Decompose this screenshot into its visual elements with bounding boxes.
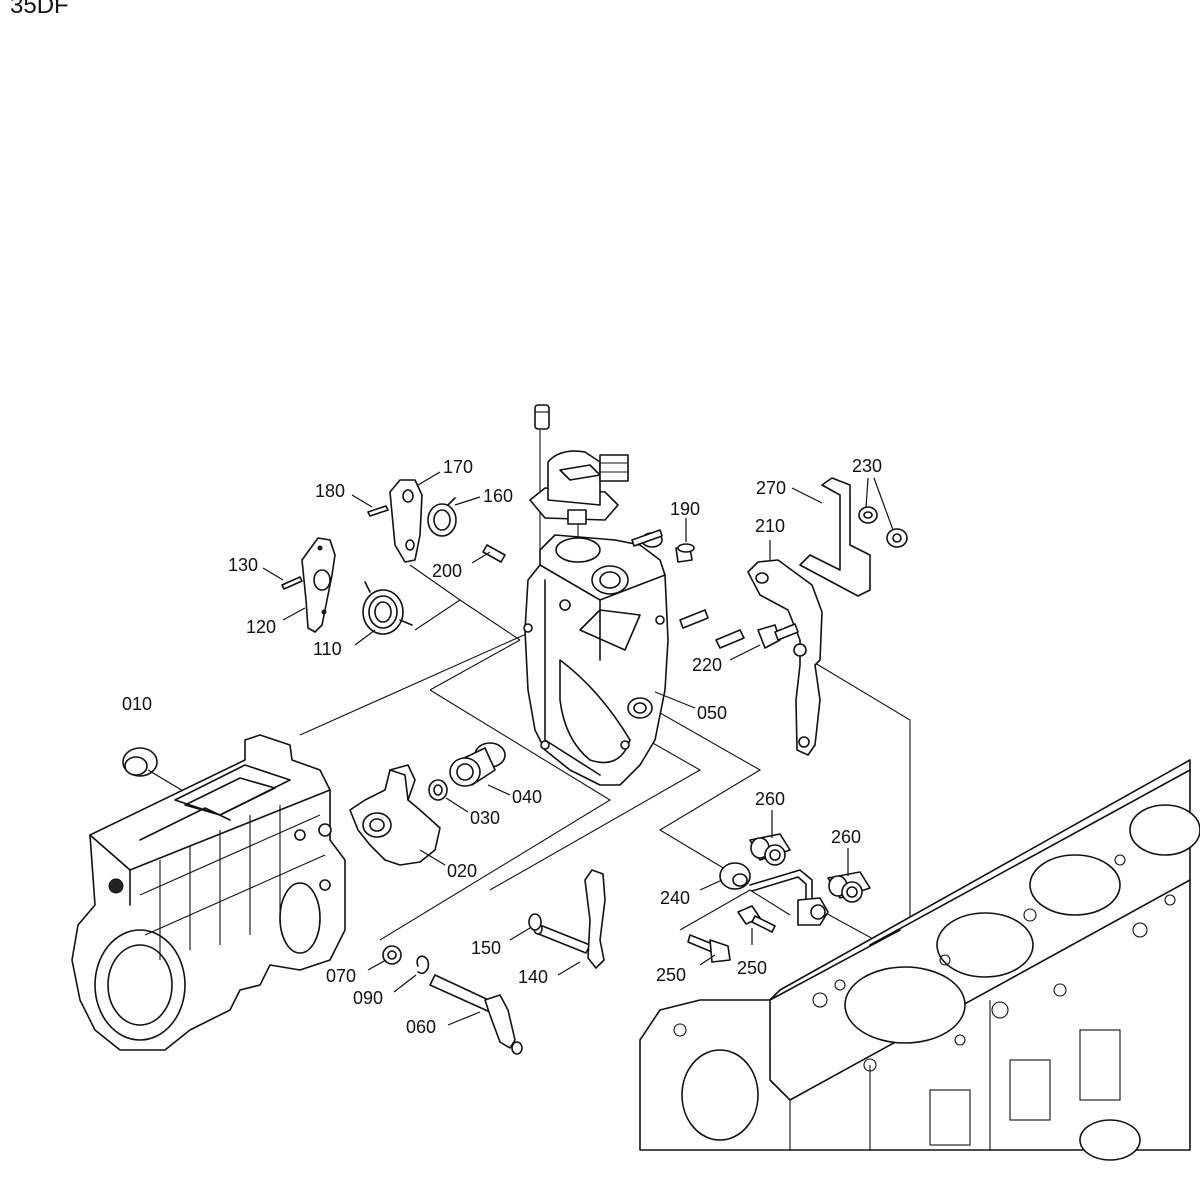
part-240-fuel-pipe[interactable] [699,862,829,926]
label-070: 070 [326,966,356,986]
label-160: 160 [483,486,513,506]
part-260-washer-b[interactable] [827,848,871,903]
part-190-screw[interactable] [631,518,695,563]
part-230-washer[interactable] [858,477,908,548]
part-engine-block [639,759,1200,1161]
part-130-pin[interactable] [262,567,303,590]
part-020-governor-lever[interactable] [349,764,446,866]
label-020: 020 [447,861,477,881]
label-250-a: 250 [656,965,686,985]
label-010: 010 [122,694,152,714]
part-040-bushing[interactable] [449,742,511,796]
diagram-code: 35DF [10,0,69,19]
part-070-washer[interactable] [367,945,402,971]
label-110: 110 [313,639,342,659]
label-150: 150 [471,938,501,958]
label-260-a: 260 [755,789,785,809]
part-stop-solenoid [529,404,629,525]
label-270: 270 [756,478,786,498]
label-250-b: 250 [737,958,767,978]
part-pump-housing [71,734,346,1051]
part-170-lever-plate[interactable] [389,471,441,563]
label-240: 240 [660,888,690,908]
part-090-snap-ring[interactable] [393,955,430,993]
part-250-bolt-b[interactable] [737,905,776,945]
label-060: 060 [406,1017,436,1037]
part-160-spring[interactable] [427,496,481,537]
label-190: 190 [670,499,700,519]
label-050: 050 [697,703,727,723]
part-250-bolt-a[interactable] [687,934,731,966]
part-220-bolt[interactable] [679,609,799,661]
part-180-pin[interactable] [351,494,389,517]
label-220: 220 [692,655,722,675]
part-050-governor-housing[interactable] [523,532,696,786]
part-060-shaft[interactable] [429,974,523,1055]
label-170: 170 [443,457,473,477]
label-180: 180 [315,481,345,501]
part-270-bracket[interactable] [791,477,871,597]
part-210-bracket-lever[interactable] [747,540,823,756]
label-260-b: 260 [831,827,861,847]
part-140-lever-shaft[interactable] [533,869,606,976]
part-150-o-ring[interactable] [509,913,542,941]
label-040: 040 [512,787,542,807]
label-090: 090 [353,988,383,1008]
label-030: 030 [470,808,500,828]
label-210: 210 [755,516,785,536]
part-260-washer-a[interactable] [749,810,791,866]
part-030-washer[interactable] [428,779,469,813]
label-120: 120 [246,617,276,637]
label-140: 140 [518,967,548,987]
label-130: 130 [228,555,258,575]
label-230: 230 [852,456,882,476]
part-200-stud[interactable] [471,544,506,564]
part-120-lever[interactable] [282,537,336,633]
part-110-spring[interactable] [354,581,413,646]
label-200: 200 [432,561,462,581]
part-labels: 010 020 030 040 050 060 070 090 110 120 … [122,456,882,1037]
